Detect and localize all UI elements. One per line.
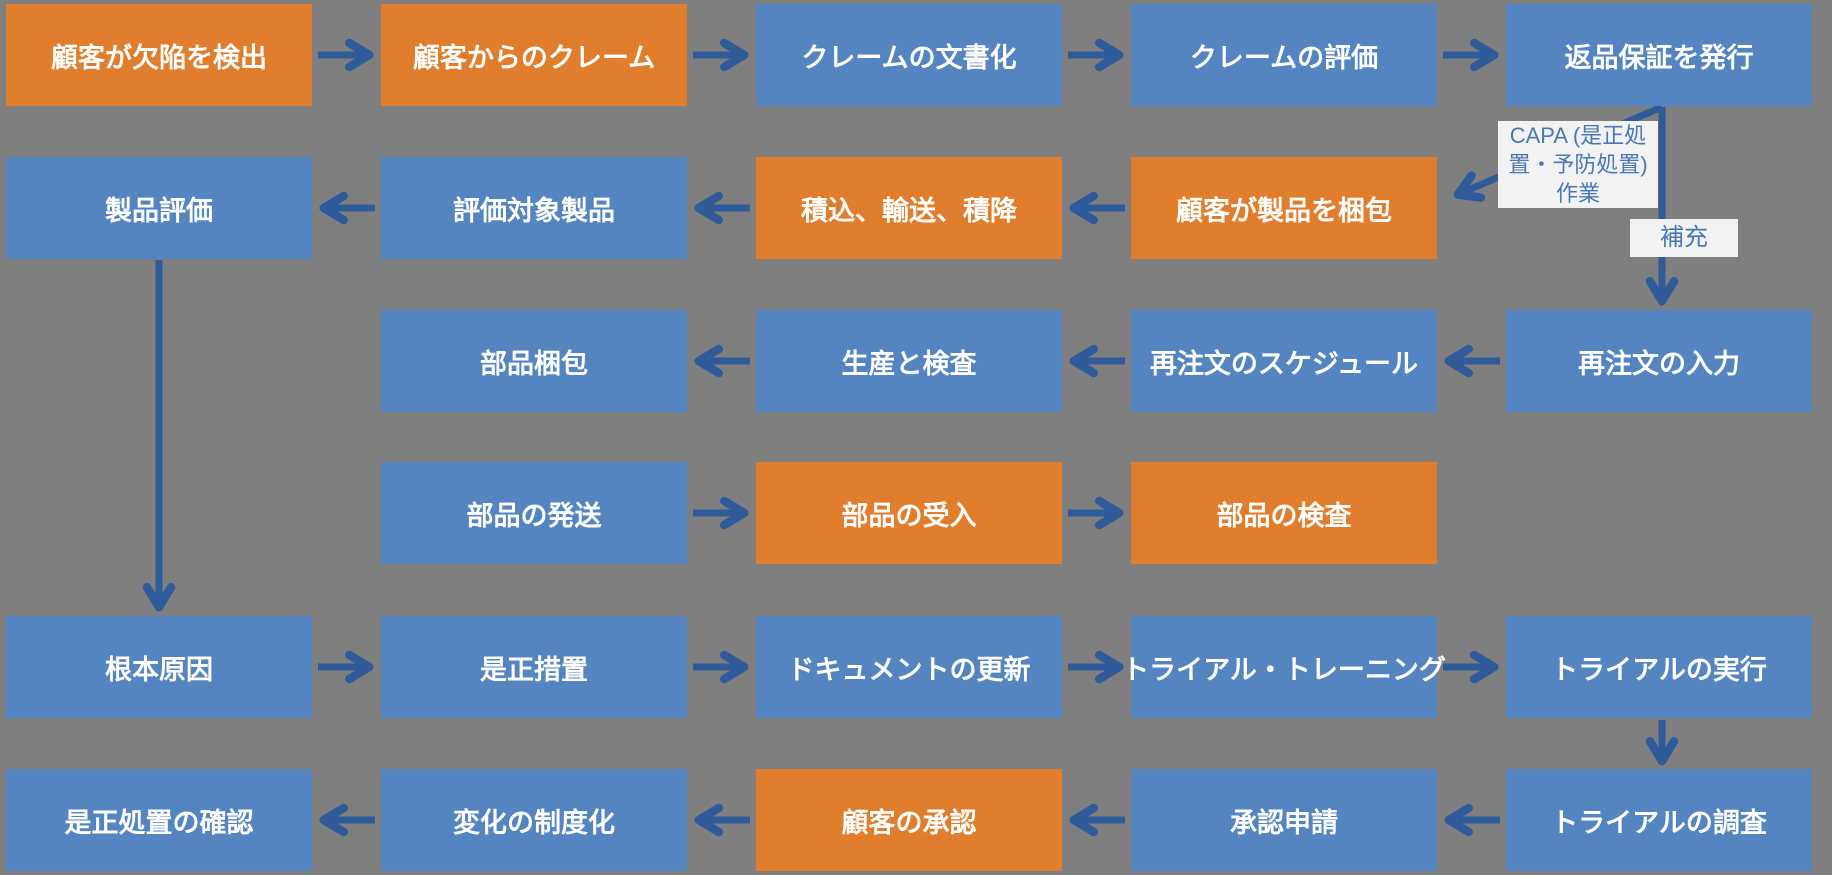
flow-node-trial-training: トライアル・トレーニング	[1122, 616, 1446, 718]
flow-node-loading-transport-unloading: 積込、輸送、積降	[756, 157, 1062, 259]
flow-node-institutionalize-change: 変化の制度化	[381, 769, 687, 871]
flow-node-document-update: ドキュメントの更新	[756, 616, 1062, 718]
flow-node-root-cause: 根本原因	[6, 616, 312, 718]
flow-node-reorder-entry: 再注文の入力	[1506, 310, 1812, 412]
flow-node-trial-execution: トライアルの実行	[1506, 616, 1812, 718]
flow-node-corrective-action-confirmation: 是正処置の確認	[6, 769, 312, 871]
flow-node-customer-packs-product: 顧客が製品を梱包	[1131, 157, 1437, 259]
flow-node-corrective-action: 是正措置	[381, 616, 687, 718]
flow-node-product-under-evaluation: 評価対象製品	[381, 157, 687, 259]
flow-node-parts-receiving: 部品の受入	[756, 462, 1062, 564]
flow-node-issue-return-warranty: 返品保証を発行	[1506, 4, 1812, 106]
flow-node-parts-packing: 部品梱包	[381, 310, 687, 412]
flow-node-product-evaluation: 製品評価	[6, 157, 312, 259]
flow-node-approval-application: 承認申請	[1131, 769, 1437, 871]
flow-node-customer-detects-defect: 顧客が欠陥を検出	[6, 4, 312, 106]
flow-node-customer-approval: 顧客の承認	[756, 769, 1062, 871]
flow-node-production-and-inspection: 生産と検査	[756, 310, 1062, 412]
flow-node-complaint-documentation: クレームの文書化	[756, 4, 1062, 106]
flow-node-complaint-evaluation: クレームの評価	[1131, 4, 1437, 106]
flow-node-parts-inspection: 部品の検査	[1131, 462, 1437, 564]
flow-node-trial-investigation: トライアルの調査	[1506, 769, 1812, 871]
replenish-edge-label: 補充	[1630, 219, 1738, 257]
flow-node-parts-shipping: 部品の発送	[381, 462, 687, 564]
flow-node-customer-complaint: 顧客からのクレーム	[381, 4, 687, 106]
flow-node-reorder-scheduling: 再注文のスケジュール	[1131, 310, 1437, 412]
capa-edge-label: CAPA (是正処置・予防処置) 作業	[1498, 121, 1658, 209]
